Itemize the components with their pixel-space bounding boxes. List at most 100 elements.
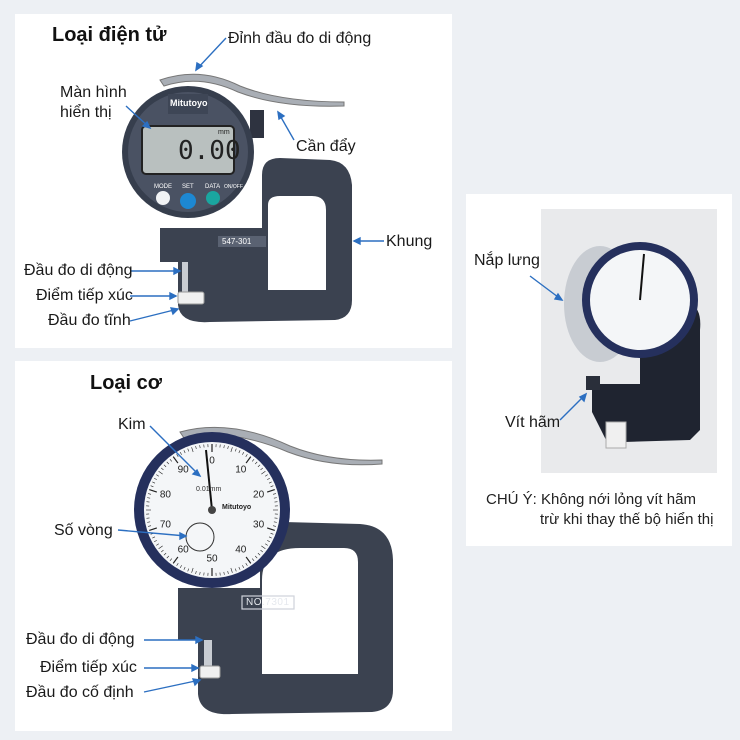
onoff-button-label: ON/OFF xyxy=(224,184,243,190)
label-screen-2: hiển thị xyxy=(60,104,112,121)
label-lever: Cần đẩy xyxy=(296,138,356,155)
dial-number: 20 xyxy=(253,489,265,501)
dial-tick xyxy=(230,447,233,453)
dial-tick xyxy=(260,549,264,553)
dial-tick xyxy=(265,474,268,477)
dial-tick xyxy=(245,556,252,564)
dial-tick xyxy=(183,450,186,454)
dial-tick xyxy=(273,497,277,499)
digital-model-label: 547-301 xyxy=(222,237,252,246)
arrow-needle xyxy=(149,425,201,477)
arrow-revolution xyxy=(117,529,187,537)
label-revolution-counter: Số vòng xyxy=(54,522,113,539)
dial-tick xyxy=(254,461,258,465)
mechanical-lever-shape xyxy=(179,426,383,466)
digital-brand-plate xyxy=(168,94,208,114)
label-contact-point: Điểm tiếp xúc xyxy=(36,287,133,304)
label-needle: Kim xyxy=(118,416,146,433)
dial-tick xyxy=(169,558,173,562)
dial-tick xyxy=(261,545,266,550)
dial-tick xyxy=(260,467,264,471)
dial-tick xyxy=(199,445,201,449)
digital-display-unit: mm xyxy=(218,129,230,136)
dial-number: 70 xyxy=(159,519,171,531)
dial-tick xyxy=(273,521,277,523)
photo-needle xyxy=(639,253,645,301)
dial-tick xyxy=(187,448,190,452)
dial-tick xyxy=(195,445,197,450)
dial-tick xyxy=(156,543,159,546)
digital-display-value: 0.00 xyxy=(178,136,241,166)
label-back-cover: Nắp lưng xyxy=(474,252,540,269)
dial-tick xyxy=(156,474,159,477)
dial-tick xyxy=(158,545,163,550)
dial-tick xyxy=(245,456,252,464)
label-mech-fixed-anvil: Đầu đo cố định xyxy=(26,684,134,701)
dial-tick xyxy=(166,461,170,465)
revolution-counter-shape xyxy=(185,522,215,552)
dial-tick xyxy=(176,563,179,566)
dial-tick xyxy=(230,567,233,573)
dial-number: 50 xyxy=(206,553,218,565)
dial-tick xyxy=(172,556,179,564)
dial-tick xyxy=(261,470,266,475)
dial-tick xyxy=(242,565,245,568)
dial-number: 40 xyxy=(235,544,247,556)
dial-tick xyxy=(152,536,156,539)
dial-tick xyxy=(152,481,156,484)
dial-tick xyxy=(272,525,277,527)
dial-number: 10 xyxy=(235,464,247,476)
label-lock-screw: Vít hãm xyxy=(505,414,561,431)
mechanical-frame xyxy=(178,522,393,715)
dial-tick xyxy=(199,571,201,575)
dial-number: 80 xyxy=(159,489,171,501)
dial-tick xyxy=(251,458,255,462)
dial-tick xyxy=(154,540,157,543)
photo-anvil-shape xyxy=(605,421,627,449)
dial-tick xyxy=(272,493,277,495)
digital-brand: Mitutoyo xyxy=(170,98,208,108)
mechanical-title: Loại cơ xyxy=(90,372,163,394)
dial-tick xyxy=(163,552,167,556)
dial-tick xyxy=(160,549,164,553)
mode-button-shape xyxy=(156,191,170,205)
dial-tick xyxy=(223,445,225,449)
dial-tick xyxy=(172,456,179,464)
mechanical-model-label: NO.7301 xyxy=(246,597,290,608)
dial-tick xyxy=(147,525,152,527)
dial-tick xyxy=(154,477,157,480)
dial-tick xyxy=(176,454,179,457)
dial-tick xyxy=(257,552,261,556)
mechanical-movable-anvil-shape xyxy=(204,640,212,668)
dial-tick xyxy=(270,532,274,535)
mechanical-model-plate-shape xyxy=(241,595,295,610)
dial-number: 30 xyxy=(253,519,265,531)
dial-tick xyxy=(265,543,268,546)
mode-button-label: MODE xyxy=(154,184,172,190)
dial-tick xyxy=(147,521,151,523)
dial-tick xyxy=(238,450,241,454)
dial-tick xyxy=(234,568,237,572)
dial-tick xyxy=(149,527,158,531)
digital-model-plate xyxy=(218,236,266,247)
mechanical-dial-brand: Mitutoyo xyxy=(222,504,252,511)
dial-tick xyxy=(227,570,229,575)
dial-tick xyxy=(238,566,241,570)
arrow-fixed xyxy=(129,308,179,322)
dial-tick xyxy=(257,464,261,468)
dial-tick xyxy=(251,558,255,562)
dial-tick xyxy=(183,566,186,570)
dial-tick xyxy=(266,527,275,531)
dial-tick xyxy=(227,445,229,450)
dial-tick xyxy=(179,452,182,455)
digital-movable-anvil-shape xyxy=(182,262,188,294)
label-fixed-anvil: Đầu đo tĩnh xyxy=(48,312,131,329)
dial-tick xyxy=(266,489,275,493)
dial-tick xyxy=(223,571,225,575)
digital-lcd xyxy=(141,125,235,175)
digital-contact-shape xyxy=(177,291,205,305)
arrow-mech-fixed xyxy=(143,679,201,693)
photo-note-line1: CHÚ Ý: Không nới lỏng vít hãm xyxy=(486,491,696,508)
